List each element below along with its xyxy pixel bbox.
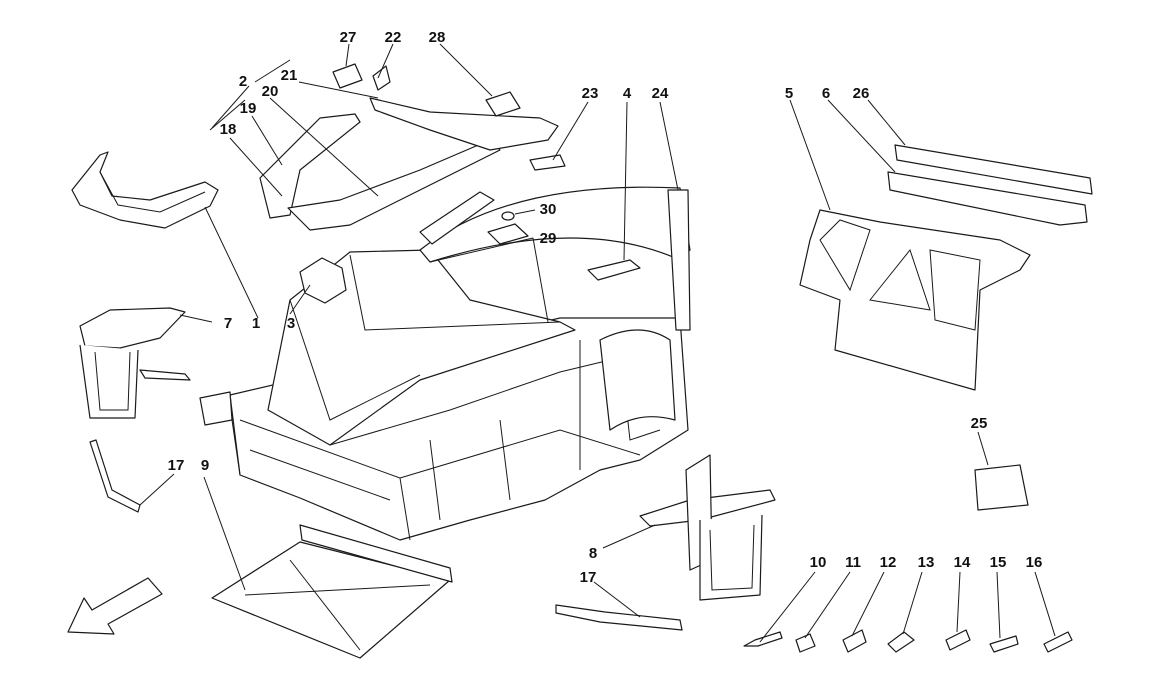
part-4-bracket [587,259,641,281]
part-9-floor-panel [211,524,453,659]
callout-1: 1 [252,315,260,332]
callout-22: 22 [385,29,402,46]
callout-2: 2 [239,73,247,90]
part-26-rail [894,144,1093,195]
part-17-strip-right [555,604,683,631]
callout-6: 6 [822,85,830,102]
callout-25: 25 [971,415,988,432]
fastener-15-bolt [989,635,1019,653]
part-30-nut [501,211,515,221]
callout-26: 26 [853,85,870,102]
fastener-14-nut [945,629,971,651]
callout-15: 15 [990,554,1007,571]
callout-12: 12 [880,554,897,571]
fastener-10-rivet [743,631,783,647]
callout-20: 20 [262,83,279,100]
upper-beams-group [209,59,559,231]
callout-30: 30 [540,201,557,218]
callout-9: 9 [201,457,209,474]
part-25-pad [974,464,1029,511]
callout-18: 18 [220,121,237,138]
part-front-bumper-bracket [71,151,219,229]
callout-24: 24 [652,85,669,102]
part-8-rear-frame [639,454,776,601]
callout-29: 29 [540,230,557,247]
fastener-13-bush [887,631,915,653]
callout-28: 28 [429,29,446,46]
callout-23: 23 [582,85,599,102]
part-27-plate [332,63,363,89]
callout-3: 3 [287,315,295,332]
callout-4: 4 [623,85,632,102]
callout-10: 10 [810,554,827,571]
part-17-strip-left [89,439,141,513]
callout-16: 16 [1026,554,1043,571]
callout-5: 5 [785,85,793,102]
roof-arch [419,186,691,331]
part-23-bracket [529,154,566,171]
part-28-bracket [485,91,521,117]
fasteners-row [743,629,1073,653]
callout-17-left: 17 [168,457,185,474]
leader-lines [139,43,1056,643]
fastener-12-bush [842,629,867,653]
callout-labels: 1 2 3 4 5 6 7 8 9 10 11 12 13 14 15 16 1… [168,29,1043,586]
callout-19: 19 [240,100,257,117]
fastener-11-clip [795,633,816,653]
callout-13: 13 [918,554,935,571]
callout-27: 27 [340,29,357,46]
part-5-bulkhead [799,209,1031,391]
callout-8: 8 [589,545,597,562]
part-29-plate [487,223,529,245]
callout-14: 14 [954,554,971,571]
callout-11: 11 [845,554,861,571]
part-7-front-frame [79,307,191,419]
callout-17-right: 17 [580,569,597,586]
callout-7: 7 [224,315,232,332]
part-6-rail [887,171,1088,226]
front-chassis-frame [199,249,689,541]
callout-21: 21 [281,67,298,84]
fastener-16-bolt [1043,631,1073,653]
direction-arrow [67,577,163,635]
